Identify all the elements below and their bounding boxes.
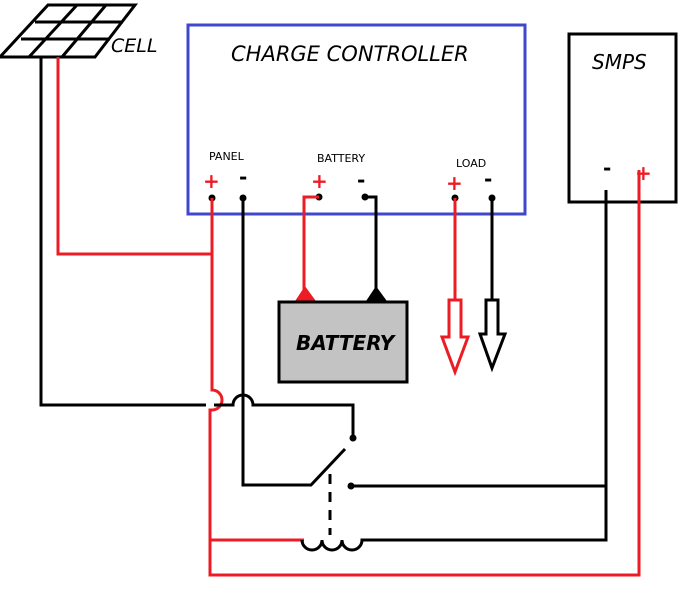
charge-controller-box [186, 23, 527, 216]
cell-negative-wire [39, 57, 206, 407]
battery-body [277, 300, 409, 384]
cell-label: CELL [111, 35, 157, 57]
panel-terminal-label: PANEL [209, 150, 245, 163]
battery-label: BATTERY [296, 331, 397, 355]
battery-positive-sign: + [311, 169, 328, 193]
relay-common-input-wire [214, 393, 355, 437]
solar-panel-icon [0, 3, 139, 59]
panel-positive-bus-wire [208, 170, 641, 577]
battery-negative-sign: - [357, 168, 365, 192]
panel-negative-sign: - [239, 165, 247, 189]
panel-positive-sign: + [203, 169, 220, 193]
battery-negative-wire [365, 195, 378, 290]
load-terminal-label: LOAD [456, 157, 486, 170]
panel-negative-to-switch-wire [241, 198, 347, 487]
charge-controller-title: CHARGE CONTROLLER [231, 42, 469, 66]
cell-positive-wire [56, 57, 212, 256]
battery-terminal-label: BATTERY [317, 152, 365, 165]
relay-coil [300, 486, 608, 552]
load-positive-arrow-icon [439, 298, 471, 377]
load-negative-sign: - [484, 167, 492, 191]
relay-nc-contact [349, 434, 357, 442]
smps-box [567, 32, 678, 204]
load-negative-arrow-icon [477, 298, 508, 373]
load-positive-sign: + [446, 171, 463, 195]
smps-label: SMPS [592, 50, 647, 74]
battery-positive-wire [302, 195, 319, 290]
smps-negative-sign: - [603, 156, 611, 180]
battery-symbol [277, 286, 409, 384]
